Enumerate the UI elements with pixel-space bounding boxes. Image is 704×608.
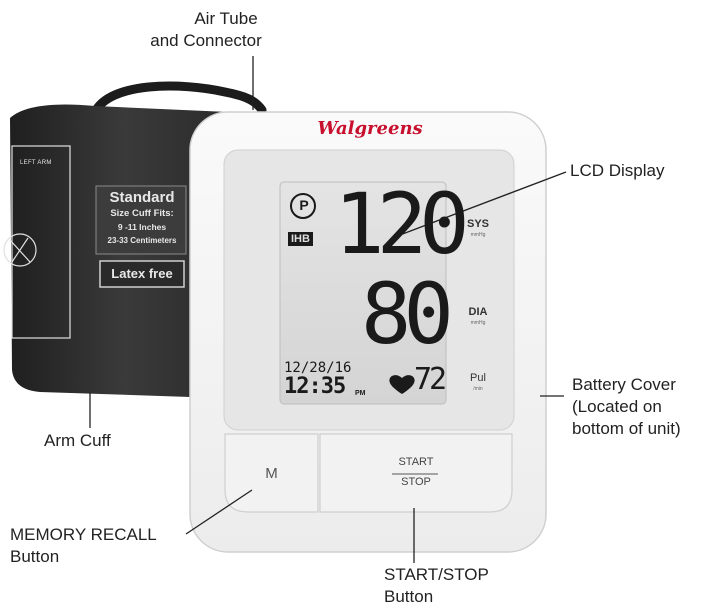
cuff-standard-label: Standard: [100, 189, 184, 206]
pul-unit: /min: [458, 386, 498, 392]
callout-battery-cover: Battery Cover (Located on bottom of unit…: [572, 374, 681, 440]
start-stop-button[interactable]: START STOP: [321, 435, 511, 511]
lcd-p-symbol: P: [298, 197, 310, 213]
start-label: START: [391, 456, 441, 468]
memory-button-label: M: [265, 465, 278, 482]
brand-logo: Walgreens: [300, 118, 440, 139]
callout-memory-line2: Button: [10, 546, 157, 568]
callout-air-tube-line2: and Connector: [136, 30, 276, 52]
callout-battery-line2: (Located on: [572, 396, 681, 418]
memory-recall-button[interactable]: M: [226, 435, 317, 511]
lcd-pulse-value: 72: [414, 364, 444, 396]
sys-label: SYS: [458, 218, 498, 230]
lcd-time-suffix: PM: [355, 390, 366, 397]
dia-label: DIA: [458, 306, 498, 318]
pul-label: Pul: [458, 372, 498, 384]
callout-battery-line1: Battery Cover: [572, 374, 681, 396]
callout-memory-line1: MEMORY RECALL: [10, 524, 157, 546]
cuff-left-arm-label: LEFT ARM: [20, 160, 52, 166]
callout-air-tube-line1: Air Tube: [136, 8, 276, 30]
callout-lcd-display: LCD Display: [570, 160, 664, 182]
dia-unit: mmHg: [458, 320, 498, 326]
callout-air-tube: Air Tube and Connector: [136, 8, 276, 52]
callout-start-stop: START/STOP Button: [384, 564, 489, 608]
callout-start-stop-line1: START/STOP: [384, 564, 489, 586]
lcd-diastolic-value: 80: [334, 266, 446, 362]
sys-unit: mmHg: [458, 232, 498, 238]
callout-memory-recall: MEMORY RECALL Button: [10, 524, 157, 568]
cuff-size-line1: Size Cuff Fits:: [100, 208, 184, 219]
lcd-time: 12:35: [284, 374, 345, 399]
lcd-ihb-indicator: IHB: [288, 232, 313, 246]
callout-battery-line3: bottom of unit): [572, 418, 681, 440]
stop-label: STOP: [391, 476, 441, 488]
callout-arm-cuff: Arm Cuff: [44, 430, 111, 452]
lcd-systolic-value: 120: [334, 176, 446, 272]
callout-start-stop-line2: Button: [384, 586, 489, 608]
cuff-size-line3: 23-33 Centimeters: [100, 236, 184, 245]
cuff-latex-free-label: Latex free: [100, 266, 184, 281]
cuff-size-line2: 9 -11 Inches: [100, 222, 184, 232]
